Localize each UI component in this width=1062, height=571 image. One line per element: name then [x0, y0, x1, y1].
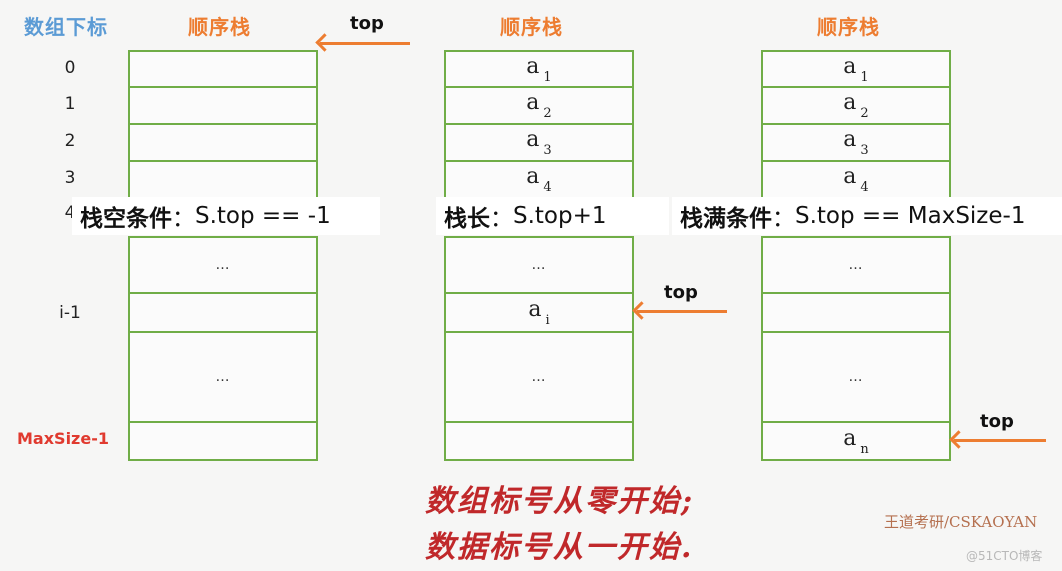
full-condition-caption: 栈满条件：S.top == MaxSize-1 [672, 197, 1062, 235]
stack-cell [128, 292, 318, 333]
stack-cell: … [761, 236, 951, 294]
top-pointer-arrow-1 [320, 42, 410, 45]
index-label-maxsize-minus-1: MaxSize-1 [17, 429, 109, 448]
stack-cell: … [128, 331, 318, 423]
index-label-4: 4 [64, 203, 76, 223]
stack-cell [444, 421, 634, 461]
stack-cell: … [444, 236, 634, 294]
stack-cell [128, 50, 318, 88]
handwritten-note-line-2: 数据标号从一开始. [425, 530, 694, 565]
length-caption: 栈长：S.top+1 [436, 197, 669, 235]
stack-cell [128, 421, 318, 461]
top-pointer-arrow-2 [637, 310, 727, 313]
blog-watermark: @51CTO博客 [966, 549, 1043, 563]
empty-condition-caption: 栈空条件：S.top == -1 [72, 197, 380, 235]
stack-title-3: 顺序栈 [817, 15, 880, 39]
top-pointer-label-2: top [664, 282, 698, 303]
stack-cell [128, 86, 318, 125]
stack-cell [761, 292, 951, 333]
index-label-0: 0 [64, 58, 76, 78]
top-pointer-arrow-3 [954, 439, 1046, 442]
handwritten-note-line-1: 数组标号从零开始; [425, 484, 695, 519]
index-column-header: 数组下标 [24, 15, 108, 39]
stack-title-2: 顺序栈 [500, 15, 563, 39]
index-label-1: 1 [64, 94, 76, 114]
top-pointer-label-1: top [350, 13, 384, 34]
stack-cell: … [444, 331, 634, 423]
top-pointer-label-3: top [980, 411, 1014, 432]
index-label-i-minus-1: i-1 [59, 303, 81, 323]
stack-cell [128, 123, 318, 162]
stack-cell: … [128, 236, 318, 294]
stack-cell [128, 160, 318, 202]
stack-cell: … [761, 331, 951, 423]
index-label-2: 2 [64, 131, 76, 151]
index-label-3: 3 [64, 168, 76, 188]
stack-title-1: 顺序栈 [188, 15, 251, 39]
publisher-watermark: 王道考研/CSKAOYAN [884, 513, 1038, 531]
